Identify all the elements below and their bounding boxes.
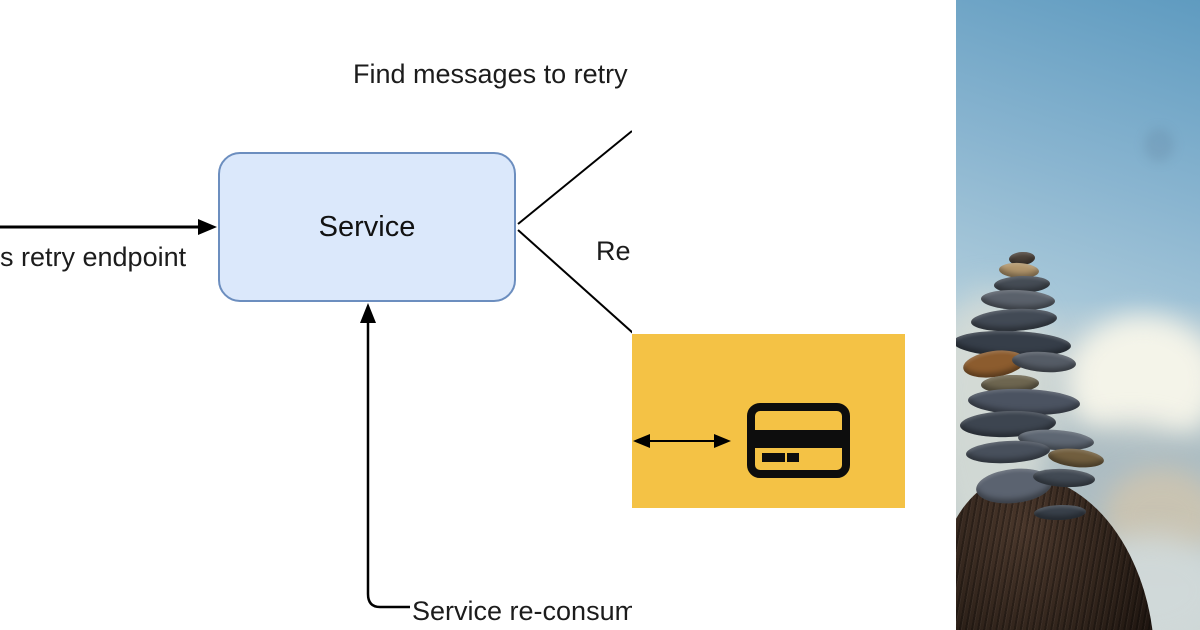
line-find-messages xyxy=(517,130,632,225)
sea-blob xyxy=(1144,128,1174,162)
line-retry xyxy=(517,229,632,334)
flow-diagram: Find messages to retry Service s retry e… xyxy=(0,59,632,626)
stone xyxy=(965,438,1051,466)
double-headed-arrow-icon xyxy=(633,434,731,448)
stone xyxy=(1033,503,1087,521)
label-find-messages: Find messages to retry xyxy=(353,59,628,89)
arrow-into-service-left xyxy=(0,219,217,235)
stone xyxy=(1011,349,1077,375)
stone xyxy=(1047,446,1105,470)
stone-stack xyxy=(956,0,1200,630)
arrow-reconsume-up xyxy=(360,303,410,609)
service-node: Service xyxy=(218,152,516,302)
service-node-label: Service xyxy=(318,210,416,243)
label-re-partial: Re xyxy=(596,236,631,266)
credit-card-icon xyxy=(747,403,850,478)
payment-node-graphics xyxy=(633,403,850,478)
diagram-connectors xyxy=(0,130,632,609)
label-service-reconsume: Service re-consum xyxy=(412,596,632,626)
cairn-photo xyxy=(956,0,1200,630)
stone xyxy=(970,306,1058,334)
label-retry-endpoint: s retry endpoint xyxy=(0,242,187,272)
payment-node xyxy=(632,334,905,508)
